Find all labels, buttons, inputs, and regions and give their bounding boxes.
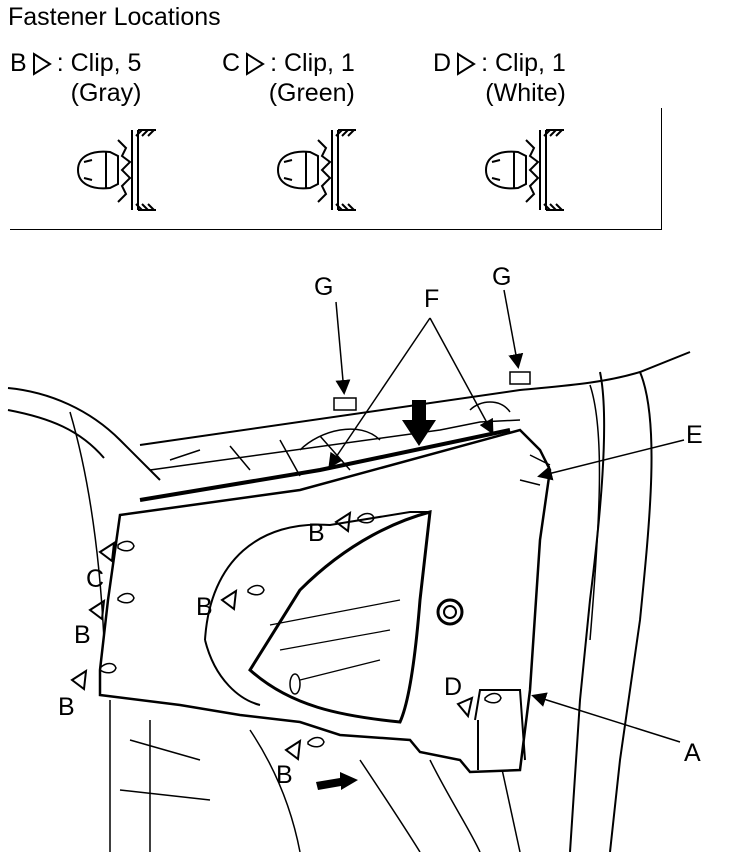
callout-c: C — [86, 565, 105, 593]
legend-letter: D — [433, 49, 452, 77]
callout-a: A — [684, 739, 701, 767]
clip-triangle-icon — [32, 52, 52, 77]
callout-b-left-low: B — [58, 693, 75, 721]
legend-color: (White) — [485, 79, 566, 107]
callout-g-left: G — [314, 273, 334, 301]
legend-color: (Gray) — [70, 79, 142, 107]
callout-d: D — [444, 673, 463, 701]
callout-g-right: G — [492, 263, 512, 291]
removal-direction-arrow — [316, 772, 358, 790]
trim-panel-illustration — [7, 289, 691, 852]
legend-type: : Clip, 1 — [481, 49, 566, 77]
clip-triangle-icon — [246, 52, 265, 77]
clip-c-illustration — [276, 129, 356, 211]
clip-triangle-icon — [457, 52, 476, 77]
legend-item-c: C : Clip, 1 (Green) — [222, 48, 355, 108]
legend-letter: C — [222, 49, 241, 77]
install-direction-arrow — [402, 400, 436, 446]
legend-item-d: D : Clip, 1 (White) — [433, 48, 566, 108]
legend-color: (Green) — [268, 79, 355, 107]
legend-letter: B — [10, 49, 27, 77]
callout-b-bottom: B — [276, 761, 293, 789]
legend-type: : Clip, 5 — [56, 49, 142, 77]
legend-item-b: B : Clip, 5 (Gray) — [10, 48, 141, 108]
legend-frame — [10, 108, 662, 230]
callout-b-upper: B — [308, 519, 325, 547]
clip-b-illustration — [76, 129, 156, 211]
callout-b-window: B — [196, 593, 213, 621]
callout-f: F — [424, 285, 440, 313]
legend-type: : Clip, 1 — [270, 49, 355, 77]
callout-b-left-mid: B — [74, 621, 91, 649]
clip-d-illustration — [484, 129, 564, 211]
callout-e: E — [686, 421, 703, 449]
diagram-title: Fastener Locations — [8, 3, 221, 31]
